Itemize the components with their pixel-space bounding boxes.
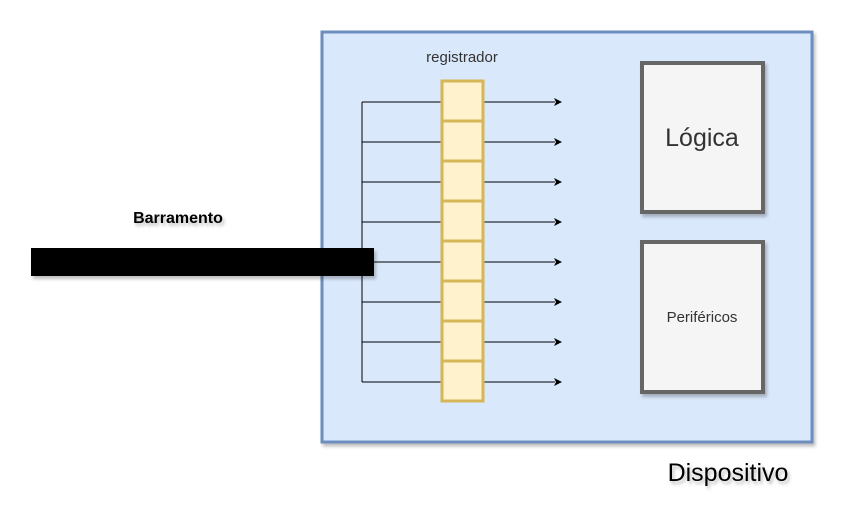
register-output-arrows [483, 98, 562, 386]
arrowhead-icon [554, 98, 562, 106]
peripherals-label: Periféricos [667, 309, 738, 326]
device-label: Dispositivo [668, 459, 789, 487]
bus-bar [31, 248, 374, 276]
arrowhead-icon [554, 218, 562, 226]
bus-label: Barramento [133, 210, 223, 227]
register-cell [440, 119, 485, 163]
peripherals-box [640, 240, 765, 394]
register-cell [440, 239, 485, 283]
bus-wires [361, 101, 442, 383]
register-cell [440, 319, 485, 363]
arrowhead-icon [554, 338, 562, 346]
logic-box [640, 61, 765, 214]
arrowhead-icon [554, 258, 562, 266]
arrowhead-icon [554, 378, 562, 386]
register-cell [440, 359, 485, 403]
arrowhead-icon [554, 138, 562, 146]
register-label: registrador [426, 49, 498, 66]
register [440, 79, 485, 403]
register-cell [440, 279, 485, 323]
arrowhead-icon [554, 298, 562, 306]
register-cell [440, 79, 485, 123]
register-cell [440, 159, 485, 203]
arrowhead-icon [554, 178, 562, 186]
logic-label: Lógica [665, 124, 739, 152]
register-cell [440, 199, 485, 243]
